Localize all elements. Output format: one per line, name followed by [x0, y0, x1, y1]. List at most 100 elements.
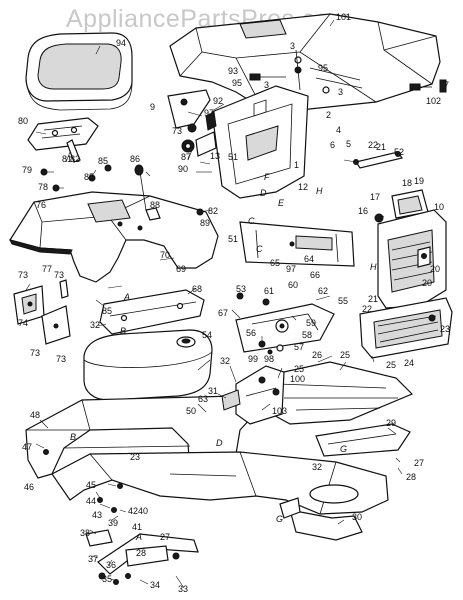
- callout-labels: 94 101 3 95 93 95 3 3 7 102 92 9 97 2 4 …: [18, 12, 450, 594]
- callout-28: 28: [136, 548, 146, 558]
- callout-36: 36: [106, 560, 116, 570]
- callout-29: 29: [386, 418, 396, 428]
- callout-97: 97: [286, 264, 296, 274]
- callout-7: 7: [444, 80, 449, 90]
- callout-21: 21: [376, 142, 386, 152]
- callout-3: 3: [338, 87, 343, 97]
- callout-92: 92: [213, 96, 223, 106]
- callout-6: 6: [330, 140, 335, 150]
- callout-12: 12: [298, 182, 308, 192]
- callout-27: 27: [414, 458, 424, 468]
- callout-53: 53: [236, 284, 246, 294]
- ignition-switch: [181, 123, 197, 153]
- callout-19: 19: [414, 176, 424, 186]
- callout-97: 97: [204, 108, 214, 118]
- pedal-bracket: [221, 365, 285, 425]
- front-bumper: [359, 297, 453, 359]
- ref-letter-a: A: [135, 532, 142, 542]
- rear-fender: [9, 191, 219, 283]
- callout-10: 10: [434, 202, 444, 212]
- fender-hardware: [40, 164, 204, 216]
- callout-17: 17: [370, 192, 380, 202]
- callout-25: 25: [294, 364, 304, 374]
- callout-44: 44: [86, 496, 96, 506]
- side-brackets: [13, 279, 71, 345]
- hood: [169, 13, 441, 111]
- support-bar: [353, 151, 403, 169]
- callout-34: 34: [150, 580, 160, 590]
- callout-25: 25: [340, 350, 350, 360]
- callout-48: 48: [30, 410, 40, 420]
- ref-letter-f: F: [264, 172, 270, 182]
- callout-98: 98: [264, 354, 274, 364]
- ref-letter-c: C: [248, 216, 255, 226]
- callout-79: 79: [22, 165, 32, 175]
- callout-23: 23: [440, 324, 450, 334]
- callout-51: 51: [228, 152, 238, 162]
- callout-20: 20: [430, 264, 440, 274]
- callout-37: 37: [88, 554, 98, 564]
- callout-67: 67: [218, 308, 228, 318]
- floor-pan: [255, 361, 414, 425]
- callout-65: 65: [270, 258, 280, 268]
- callout-68: 68: [192, 284, 202, 294]
- callout-3: 3: [264, 80, 269, 90]
- reference-letters: H E F D C C H A B B D G G A: [70, 172, 377, 542]
- seat-bracket: [27, 117, 99, 163]
- callout-78: 78: [38, 182, 48, 192]
- callout-54: 54: [202, 330, 212, 340]
- callout-64: 64: [304, 254, 314, 264]
- callout-58: 58: [302, 330, 312, 340]
- callout-9: 9: [150, 102, 155, 112]
- callout-31: 31: [208, 386, 218, 396]
- pivot-hardware: [258, 340, 284, 355]
- headlight: [374, 189, 429, 223]
- ref-letter-b: B: [120, 326, 126, 336]
- callout-85: 85: [102, 306, 112, 316]
- callout-4: 4: [336, 125, 341, 135]
- seat-mount-plate: [99, 289, 205, 335]
- callout-59: 59: [306, 318, 316, 328]
- callout-93: 93: [228, 66, 238, 76]
- fuel-tank: [83, 329, 213, 401]
- callout-63: 63: [198, 394, 208, 404]
- callout-50: 50: [186, 406, 196, 416]
- lower-chassis: [51, 451, 389, 515]
- callout-73: 73: [54, 270, 64, 280]
- callout-95: 95: [232, 78, 242, 88]
- callout-27: 27: [160, 532, 170, 542]
- hood-hardware: [249, 49, 330, 94]
- callout-61: 61: [264, 286, 274, 296]
- firewall-plate: [239, 221, 355, 267]
- callout-47: 47: [22, 442, 32, 452]
- callout-51: 51: [228, 234, 238, 244]
- callout-94: 94: [116, 38, 126, 48]
- lower-hardware: [85, 483, 131, 585]
- callout-28: 28: [406, 472, 416, 482]
- callout-85: 85: [98, 156, 108, 166]
- rear-hitch: [279, 497, 363, 541]
- callout-90: 90: [178, 164, 188, 174]
- callout-74: 74: [18, 318, 28, 328]
- ref-letter-h: H: [370, 262, 377, 272]
- ref-letter-g: G: [276, 514, 283, 524]
- callout-55: 55: [338, 296, 348, 306]
- callout-81: 81: [62, 154, 72, 164]
- callout-73: 73: [56, 354, 66, 364]
- callout-69: 69: [176, 264, 186, 274]
- ref-letter-g: G: [340, 444, 347, 454]
- ref-letter-a: A: [123, 292, 130, 302]
- callout-85: 85: [84, 172, 94, 182]
- callout-100: 100: [290, 374, 305, 384]
- callout-73: 73: [18, 270, 28, 280]
- callout-1: 1: [294, 160, 299, 170]
- callout-3: 3: [290, 41, 295, 51]
- callout-33: 33: [178, 584, 188, 594]
- callout-62: 62: [318, 286, 328, 296]
- ref-letter-d: D: [260, 188, 267, 198]
- callout-32: 32: [220, 356, 230, 366]
- callout-40: 40: [138, 506, 148, 516]
- ref-letter-e: E: [278, 198, 285, 208]
- callout-86: 86: [130, 154, 140, 164]
